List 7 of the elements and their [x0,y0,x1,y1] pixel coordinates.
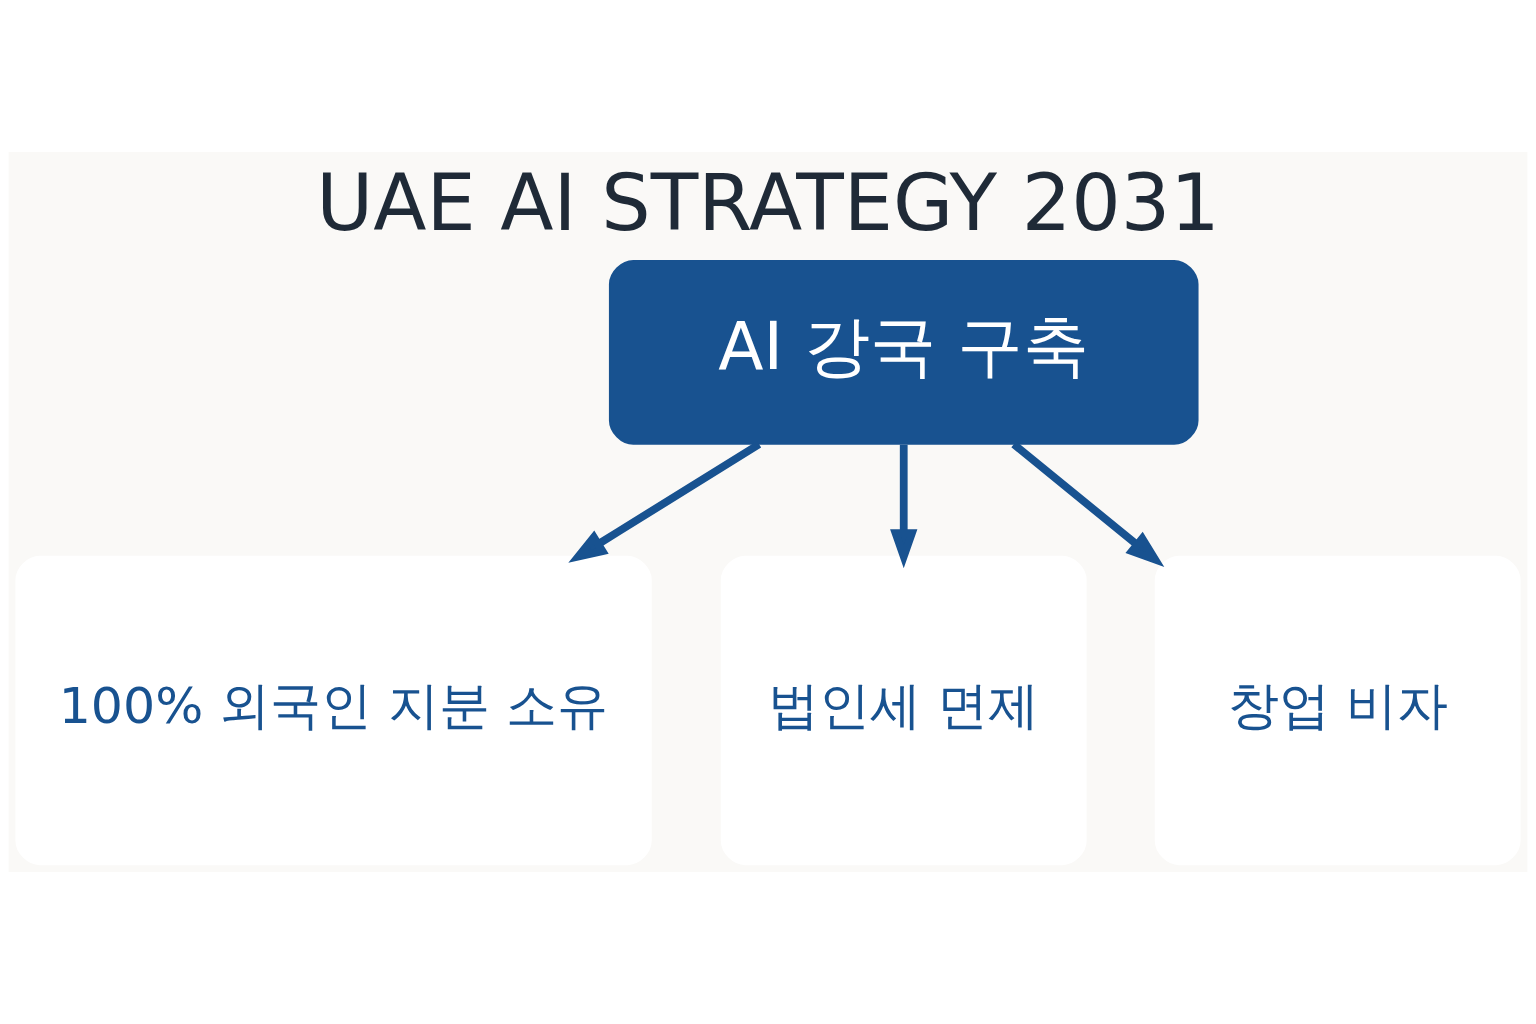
node-box: 창업 비자 [1154,555,1521,866]
diagram-title: UAE AI STRATEGY 2031 [316,157,1220,248]
arrow [1011,441,1165,568]
node-box: 100% 외국인 지분 소유 [15,555,652,866]
node-box: AI 강국 구축 [608,260,1199,445]
arrow [890,444,918,569]
node-box: 법인세 면제 [720,555,1087,866]
